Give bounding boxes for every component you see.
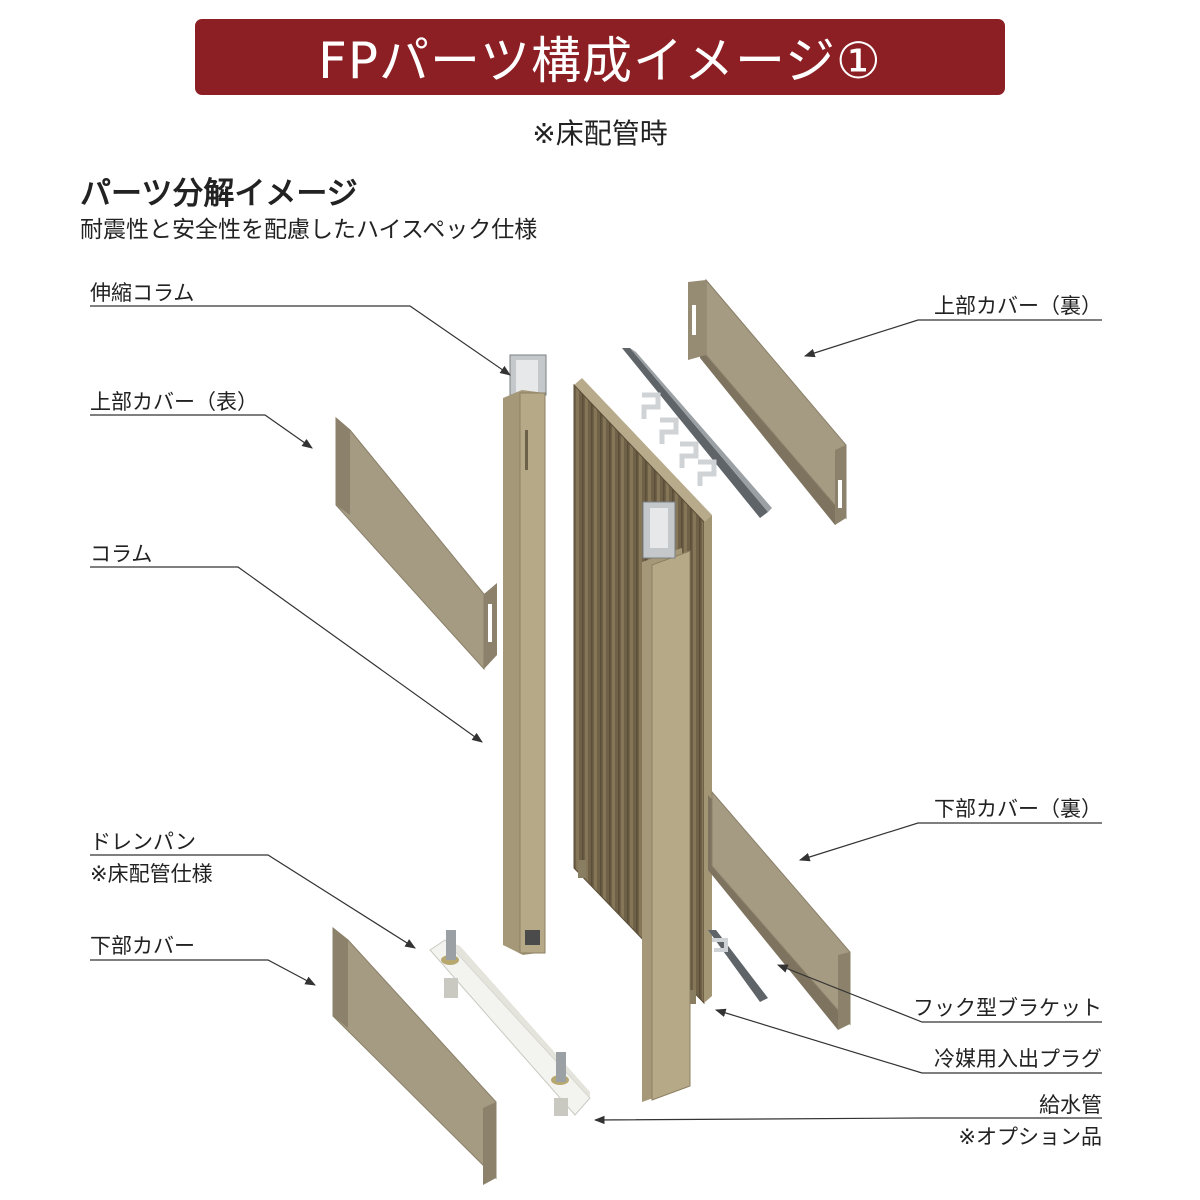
top-cover-back-part — [688, 278, 847, 525]
section-heading: パーツ分解イメージ — [80, 176, 358, 212]
title-banner: FPパーツ構成イメージ① — [195, 19, 1005, 95]
hook-bracket-bottom-part — [708, 930, 768, 1002]
label-bottom-cover: 下部カバー — [90, 934, 195, 958]
label-refrigerant-plug: 冷媒用入出プラグ — [934, 1047, 1102, 1071]
column-part — [642, 501, 691, 1102]
label-column: コラム — [90, 542, 153, 566]
label-water-supply-pipe: 給水管 — [1039, 1093, 1102, 1117]
label-top-cover-back: 上部カバー（裏） — [934, 294, 1102, 318]
subnote: ※床配管時 — [532, 117, 668, 150]
label-telescopic-column: 伸縮コラム — [90, 281, 195, 305]
section-subheading: 耐震性と安全性を配慮したハイスペック仕様 — [80, 217, 538, 243]
label-hook-bracket: フック型ブラケット — [913, 996, 1102, 1020]
telescopic-column-part — [503, 354, 547, 955]
label-option-note: ※オプション品 — [958, 1125, 1102, 1149]
hook-bracket-top-part — [622, 348, 772, 518]
label-top-cover-front: 上部カバー（表） — [90, 390, 258, 414]
top-cover-front-part — [335, 416, 497, 671]
leader-lines-left — [90, 305, 511, 986]
page-title: FPパーツ構成イメージ① — [318, 32, 882, 90]
bottom-cover-front-part — [332, 926, 497, 1185]
label-drain-pan-note: ※床配管仕様 — [90, 862, 213, 886]
label-drain-pan: ドレンパン — [90, 830, 197, 854]
drain-pan-part — [429, 930, 591, 1116]
bottom-cover-back-part — [708, 790, 851, 1030]
leader-lines-right — [593, 319, 1102, 1125]
label-bottom-cover-back: 下部カバー（裏） — [934, 797, 1102, 821]
